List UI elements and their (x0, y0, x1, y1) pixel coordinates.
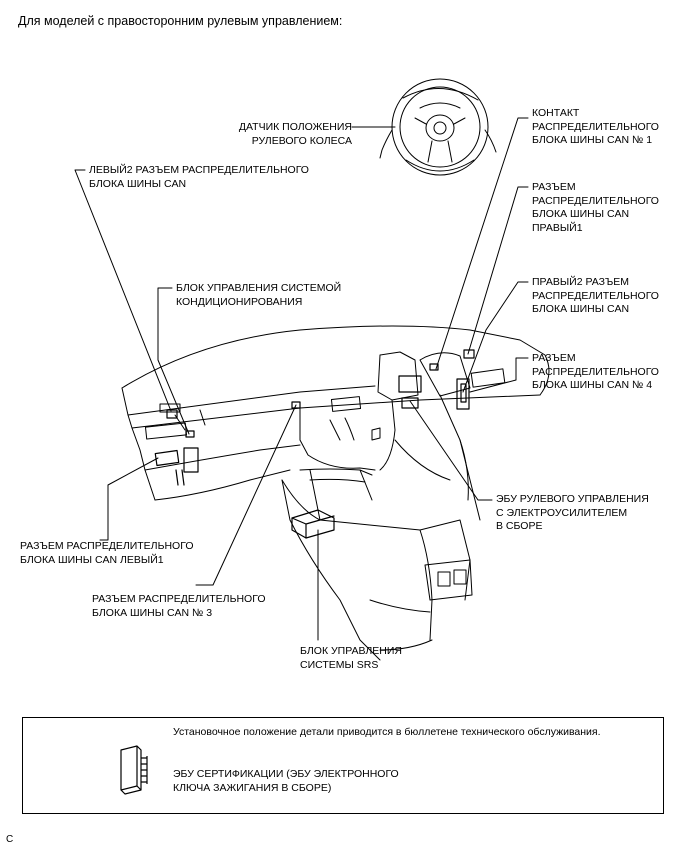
right2-connector-label: ПРАВЫЙ2 РАЗЪЕМ РАСПРЕДЕЛИТЕЛЬНОГО БЛОКА … (532, 276, 659, 315)
components (154, 349, 475, 539)
certification-ecu-icon (120, 745, 148, 795)
left1-connector-label: РАЗЪЕМ РАСПРЕДЕЛИТЕЛЬНОГО БЛОКА ШИНЫ CAN… (20, 540, 194, 566)
steering-sensor-label: ДАТЧИК ПОЛОЖЕНИЯ РУЛЕВОГО КОЛЕСА (238, 121, 352, 147)
left2-connector-label: ЛЕВЫЙ2 РАЗЪЕМ РАСПРЕДЕЛИТЕЛЬНОГО БЛОКА Ш… (89, 164, 309, 190)
can-connector-3-label: РАЗЪЕМ РАСПРЕДЕЛИТЕЛЬНОГО БЛОКА ШИНЫ CAN… (92, 593, 266, 619)
page-title: Для моделей с правосторонним рулевым упр… (18, 14, 343, 28)
srs-control-label: БЛОК УПРАВЛЕНИЯ СИСТЕМЫ SRS (300, 645, 402, 671)
note-text: Установочное положение детали приводится… (173, 726, 601, 738)
note-box: Установочное положение детали приводится… (22, 717, 664, 814)
steering-wheel-inset (379, 78, 497, 176)
right1-connector-label: РАЗЪЕМ РАСПРЕДЕЛИТЕЛЬНОГО БЛОКА ШИНЫ CAN… (532, 181, 659, 234)
certification-ecu-label: ЭБУ СЕРТИФИКАЦИИ (ЭБУ ЭЛЕКТРОННОГО КЛЮЧА… (173, 768, 399, 794)
figure-code: C (6, 834, 14, 845)
eps-ecu-label: ЭБУ РУЛЕВОГО УПРАВЛЕНИЯ С ЭЛЕКТРОУСИЛИТЕ… (496, 493, 649, 532)
can-contact-1-label: КОНТАКТ РАСПРЕДЕЛИТЕЛЬНОГО БЛОКА ШИНЫ CA… (532, 107, 659, 146)
ac-control-label: БЛОК УПРАВЛЕНИЯ СИСТЕМОЙ КОНДИЦИОНИРОВАН… (176, 282, 342, 308)
leader-lines (74, 117, 529, 641)
can-connector-4-label: РАЗЪЕМ РАСПРЕДЕЛИТЕЛЬНОГО БЛОКА ШИНЫ CAN… (532, 352, 659, 391)
